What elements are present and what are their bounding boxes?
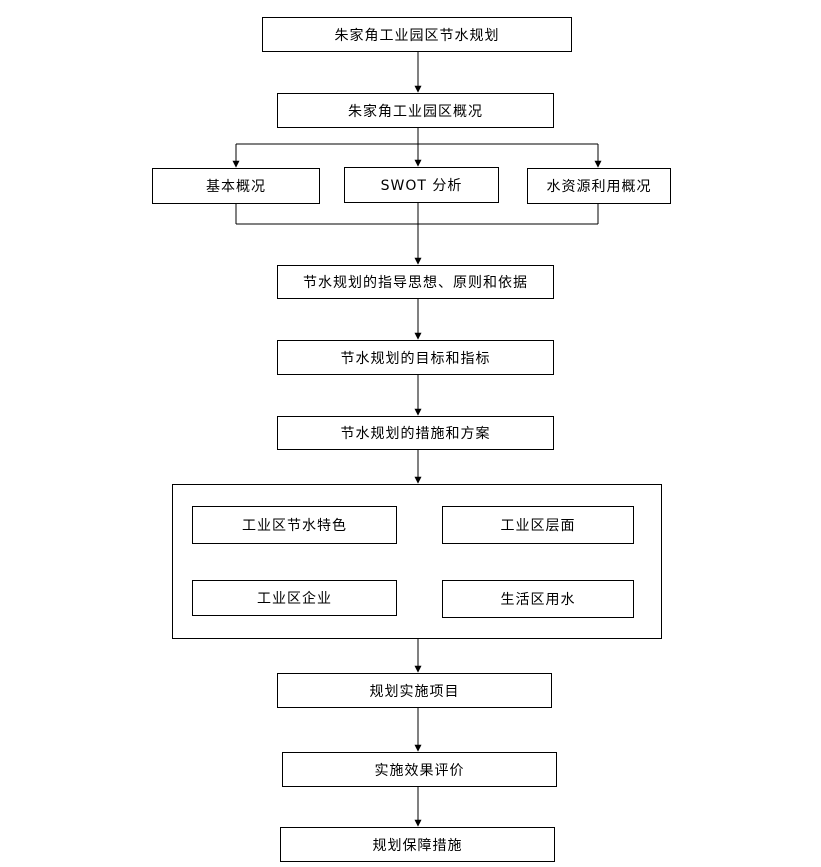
measures-box: 节水规划的措施和方案 (277, 416, 554, 450)
measures-label: 节水规划的措施和方案 (340, 426, 491, 442)
evaluation-box: 实施效果评价 (282, 752, 557, 787)
guiding-principles-box: 节水规划的指导思想、原则和依据 (277, 265, 554, 299)
domestic-water-box: 生活区用水 (442, 580, 634, 618)
guarantee-box: 规划保障措施 (280, 827, 555, 862)
basic-overview-box: 基本概况 (152, 168, 320, 204)
feature-label: 工业区节水特色 (242, 518, 347, 534)
feature-box: 工业区节水特色 (192, 506, 397, 544)
domestic-water-label: 生活区用水 (500, 592, 576, 608)
swot-analysis-label: SWOT 分析 (380, 178, 463, 194)
overview-label: 朱家角工业园区概况 (348, 103, 483, 120)
projects-box: 规划实施项目 (277, 673, 552, 708)
title-label: 朱家角工业园区节水规划 (334, 27, 500, 44)
overview-box: 朱家角工业园区概况 (277, 93, 554, 128)
title-box: 朱家角工业园区节水规划 (262, 17, 572, 52)
evaluation-label: 实施效果评价 (374, 762, 465, 779)
water-use-overview-box: 水资源利用概况 (527, 168, 671, 204)
enterprise-box: 工业区企业 (192, 580, 397, 616)
goals-label: 节水规划的目标和指标 (340, 350, 491, 367)
park-level-box: 工业区层面 (442, 506, 634, 544)
swot-analysis-box: SWOT 分析 (344, 167, 499, 203)
enterprise-label: 工业区企业 (257, 591, 332, 607)
guiding-principles-label: 节水规划的指导思想、原则和依据 (303, 275, 528, 291)
park-level-label: 工业区层面 (500, 518, 576, 534)
projects-label: 规划实施项目 (369, 683, 460, 700)
basic-overview-label: 基本概况 (206, 179, 266, 195)
guarantee-label: 规划保障措施 (372, 837, 463, 854)
water-use-overview-label: 水资源利用概况 (546, 179, 652, 195)
goals-box: 节水规划的目标和指标 (277, 340, 554, 375)
